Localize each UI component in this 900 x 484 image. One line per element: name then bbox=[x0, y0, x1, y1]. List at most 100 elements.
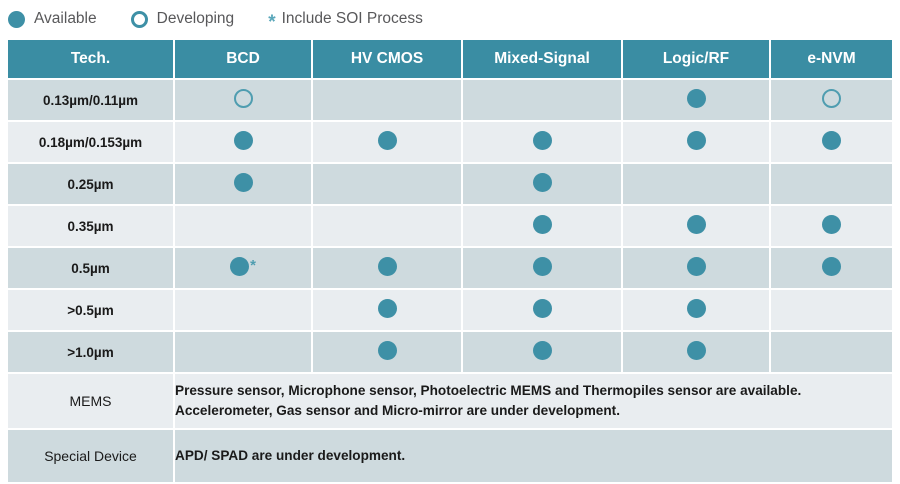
cell-marker bbox=[771, 290, 892, 330]
available-dot-icon bbox=[233, 131, 253, 150]
row-label: >0.5µm bbox=[8, 290, 173, 330]
developing-dot-icon bbox=[233, 89, 253, 108]
cell-marker bbox=[175, 164, 311, 204]
marker-slot bbox=[377, 299, 397, 318]
column-header-bcd: BCD bbox=[175, 40, 311, 78]
marker-slot bbox=[686, 131, 706, 150]
cell-marker bbox=[463, 248, 621, 288]
marker-slot bbox=[822, 131, 841, 150]
row-label: 0.18µm/0.153µm bbox=[8, 122, 173, 162]
header-row: Tech. BCD HV CMOS Mixed-Signal Logic/RF … bbox=[8, 40, 892, 78]
column-header-e-nvm: e-NVM bbox=[771, 40, 892, 78]
tech-table-wrapper: Tech. BCD HV CMOS Mixed-Signal Logic/RF … bbox=[0, 38, 900, 484]
cell-marker bbox=[463, 80, 621, 120]
asterisk-icon: * bbox=[268, 11, 276, 33]
row-label-special-device: Special Device bbox=[8, 430, 173, 482]
available-dot-icon bbox=[532, 173, 552, 192]
marker-slot bbox=[532, 131, 552, 150]
table-row: 0.18µm/0.153µm bbox=[8, 122, 892, 162]
cell-marker bbox=[313, 248, 461, 288]
cell-marker bbox=[771, 164, 892, 204]
cell-marker bbox=[623, 290, 769, 330]
cell-marker bbox=[623, 122, 769, 162]
legend-label-developing: Developing bbox=[156, 10, 235, 27]
cell-marker bbox=[313, 206, 461, 246]
marker-slot bbox=[532, 299, 552, 318]
available-dot-icon bbox=[377, 341, 397, 360]
row-label: 0.35µm bbox=[8, 206, 173, 246]
available-dot-icon bbox=[233, 173, 253, 192]
developing-dot-icon bbox=[822, 89, 841, 108]
cell-marker bbox=[175, 332, 311, 372]
cell-marker bbox=[175, 206, 311, 246]
mems-line-1: Pressure sensor, Microphone sensor, Phot… bbox=[175, 383, 802, 399]
available-dot-icon bbox=[686, 299, 706, 318]
row-label: 0.5µm bbox=[8, 248, 173, 288]
cell-marker bbox=[175, 80, 311, 120]
marker-slot bbox=[377, 341, 397, 360]
marker-slot bbox=[233, 89, 253, 108]
available-dot-icon bbox=[532, 215, 552, 234]
filled-circle-icon bbox=[8, 10, 25, 28]
column-header-tech: Tech. bbox=[8, 40, 173, 78]
cell-marker bbox=[623, 332, 769, 372]
marker-slot bbox=[822, 257, 841, 276]
special-device-description: APD/ SPAD are under development. bbox=[175, 430, 892, 482]
available-dot-icon bbox=[686, 341, 706, 360]
cell-marker bbox=[313, 80, 461, 120]
marker-slot bbox=[532, 341, 552, 360]
available-dot-icon bbox=[377, 299, 397, 318]
available-dot-icon bbox=[686, 131, 706, 150]
technology-matrix-table: Tech. BCD HV CMOS Mixed-Signal Logic/RF … bbox=[6, 38, 894, 484]
special-device-line-1: APD/ SPAD are under development. bbox=[175, 448, 406, 464]
table-row: >0.5µm bbox=[8, 290, 892, 330]
legend-item-soi: * Include SOI Process bbox=[268, 10, 423, 33]
marker-slot bbox=[532, 257, 552, 276]
row-label: 0.13µm/0.11µm bbox=[8, 80, 173, 120]
marker-slot bbox=[532, 215, 552, 234]
column-header-logic-rf: Logic/RF bbox=[623, 40, 769, 78]
marker-slot bbox=[233, 173, 253, 192]
available-dot-icon bbox=[230, 257, 250, 276]
cell-marker bbox=[313, 290, 461, 330]
marker-slot bbox=[686, 89, 706, 108]
mems-description: Pressure sensor, Microphone sensor, Phot… bbox=[175, 374, 892, 428]
cell-marker: * bbox=[175, 248, 311, 288]
marker-slot bbox=[532, 173, 552, 192]
row-label: 0.25µm bbox=[8, 164, 173, 204]
soi-asterisk-icon: * bbox=[250, 257, 256, 274]
cell-marker bbox=[313, 332, 461, 372]
cell-marker bbox=[771, 248, 892, 288]
cell-marker bbox=[313, 122, 461, 162]
column-header-mixed-signal: Mixed-Signal bbox=[463, 40, 621, 78]
table-body: 0.13µm/0.11µm 0.18µm/0.153µm 0.25µm bbox=[8, 80, 892, 482]
available-dot-icon bbox=[377, 257, 397, 276]
marker-slot bbox=[822, 215, 841, 234]
available-dot-icon bbox=[377, 131, 397, 150]
marker-slot: * bbox=[230, 257, 256, 276]
column-header-hv-cmos: HV CMOS bbox=[313, 40, 461, 78]
available-dot-icon bbox=[822, 257, 841, 276]
open-circle-icon bbox=[130, 10, 148, 28]
cell-marker bbox=[623, 164, 769, 204]
marker-slot bbox=[686, 299, 706, 318]
legend-item-developing: Developing bbox=[130, 10, 235, 28]
cell-marker bbox=[771, 206, 892, 246]
available-dot-icon bbox=[532, 131, 552, 150]
legend-item-available: Available bbox=[8, 10, 97, 28]
marker-slot bbox=[822, 89, 841, 108]
cell-marker bbox=[771, 122, 892, 162]
marker-slot bbox=[233, 131, 253, 150]
table-row-mems: MEMS Pressure sensor, Microphone sensor,… bbox=[8, 374, 892, 428]
table-header: Tech. BCD HV CMOS Mixed-Signal Logic/RF … bbox=[8, 40, 892, 78]
table-row: >1.0µm bbox=[8, 332, 892, 372]
mems-line-2: Accelerometer, Gas sensor and Micro-mirr… bbox=[175, 403, 620, 418]
available-dot-icon bbox=[686, 89, 706, 108]
available-dot-icon bbox=[686, 215, 706, 234]
available-dot-icon bbox=[822, 131, 841, 150]
legend: Available Developing * Include SOI Proce… bbox=[0, 0, 900, 38]
marker-slot bbox=[686, 215, 706, 234]
table-row: 0.5µm * bbox=[8, 248, 892, 288]
cell-marker bbox=[463, 206, 621, 246]
cell-marker bbox=[463, 122, 621, 162]
